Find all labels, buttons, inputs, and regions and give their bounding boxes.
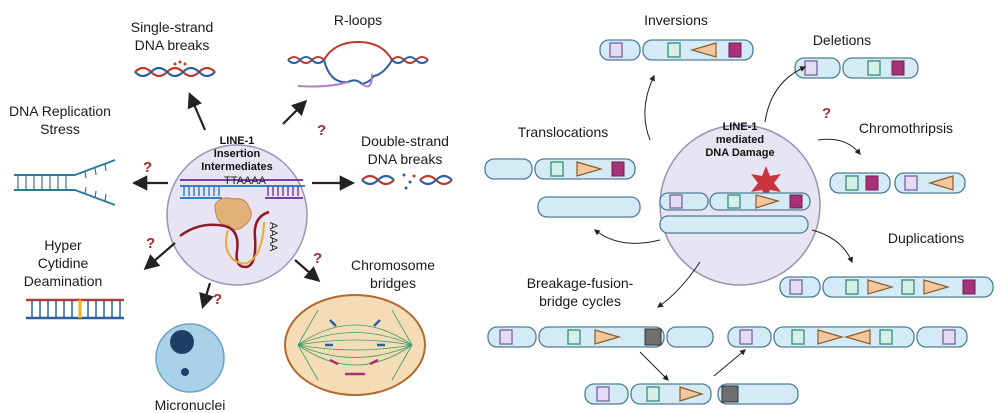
label-bfb-line1: Breakage-fusion- xyxy=(527,275,634,291)
poly-a-label: AAAA xyxy=(267,222,279,252)
arrow-to-chromothripsis xyxy=(817,138,861,155)
arrow-to-inversions xyxy=(644,74,655,141)
label-translocations: Translocations xyxy=(518,124,609,140)
label-deamination-line2: Cytidine xyxy=(38,255,89,271)
deletion-chromosome xyxy=(794,57,919,79)
question-deamination: ? xyxy=(146,235,155,252)
replication-fork-icon xyxy=(14,159,116,206)
right-panel: LINE-1 mediated DNA Damage Inversions De… xyxy=(484,12,994,405)
label-bfb-line2: bridge cycles xyxy=(539,293,621,309)
label-replication-line1: DNA Replication xyxy=(9,103,111,119)
tprt-sequence: TTAAAA xyxy=(224,175,267,187)
question-bridges: ? xyxy=(313,250,322,267)
center-title-line2: Insertion xyxy=(214,148,261,160)
arrow-to-rloops xyxy=(282,99,308,125)
translocation-chromosomes xyxy=(484,158,641,218)
arrow-to-ssb xyxy=(187,92,207,131)
label-duplications: Duplications xyxy=(888,230,964,246)
label-replication-line2: Stress xyxy=(40,121,80,137)
label-deamination-line3: Deamination xyxy=(24,273,103,289)
bfb-broken-pieces xyxy=(584,383,799,405)
arrow-to-deamination xyxy=(143,242,176,271)
chromothripsis-chromosome xyxy=(829,172,966,194)
label-bridges-line1: Chromosome xyxy=(351,257,435,273)
question-rloops: ? xyxy=(317,122,326,139)
arrow-to-duplications xyxy=(811,229,853,264)
inversion-chromosome xyxy=(599,39,754,61)
anaphase-bridge-cell-icon xyxy=(284,294,426,396)
label-ssb-line2: DNA breaks xyxy=(135,37,210,53)
damage-title-line2: mediated xyxy=(716,134,764,146)
duplication-chromosome xyxy=(779,276,994,298)
damage-title-line3: DNA Damage xyxy=(705,147,774,159)
label-dsb-line2: DNA breaks xyxy=(368,151,443,167)
label-rloops: R-loops xyxy=(334,12,382,28)
label-dsb-line1: Double-strand xyxy=(361,133,449,149)
bfb-amplified-chromosome xyxy=(727,326,968,348)
question-replication: ? xyxy=(143,159,152,176)
label-ssb-line1: Single-strand xyxy=(131,19,214,35)
deamination-dna-icon xyxy=(26,298,124,320)
question-micronuclei: ? xyxy=(213,291,222,308)
arrow-bfb-fuse xyxy=(713,349,746,377)
label-bridges-line2: bridges xyxy=(370,275,416,291)
tprt-intermediate-icon: TTAAAA AAAA xyxy=(179,175,305,269)
label-inversions: Inversions xyxy=(644,12,708,28)
label-deamination-line1: Hyper xyxy=(44,237,82,253)
label-deletions: Deletions xyxy=(813,32,871,48)
damage-star-icon xyxy=(751,166,781,200)
arrow-to-bfb xyxy=(657,261,701,308)
arrow-to-deletions xyxy=(764,66,807,123)
label-chromothripsis: Chromothripsis xyxy=(859,120,953,136)
rloop-icon xyxy=(287,40,429,88)
arrow-to-translocations xyxy=(594,229,661,244)
arrow-bfb-break xyxy=(639,351,669,381)
damage-title-line1: LINE-1 xyxy=(723,121,758,133)
bfb-fused-chromosome xyxy=(487,326,714,348)
center-chromosome xyxy=(659,192,811,234)
label-micronuclei: Micronuclei xyxy=(155,397,226,413)
arrow-to-bridges xyxy=(294,259,321,283)
left-panel: LINE-1 Insertion Intermediates TTAAAA xyxy=(9,12,453,413)
question-chromothripsis: ? xyxy=(822,105,831,122)
ssb-dna-icon xyxy=(134,60,216,78)
arrow-to-micronuclei xyxy=(199,282,214,309)
center-title-line1: LINE-1 xyxy=(220,135,255,147)
dsb-dna-icon xyxy=(361,173,453,190)
micronucleus-cell-icon xyxy=(155,323,225,393)
center-title-line3: Intermediates xyxy=(201,161,273,173)
